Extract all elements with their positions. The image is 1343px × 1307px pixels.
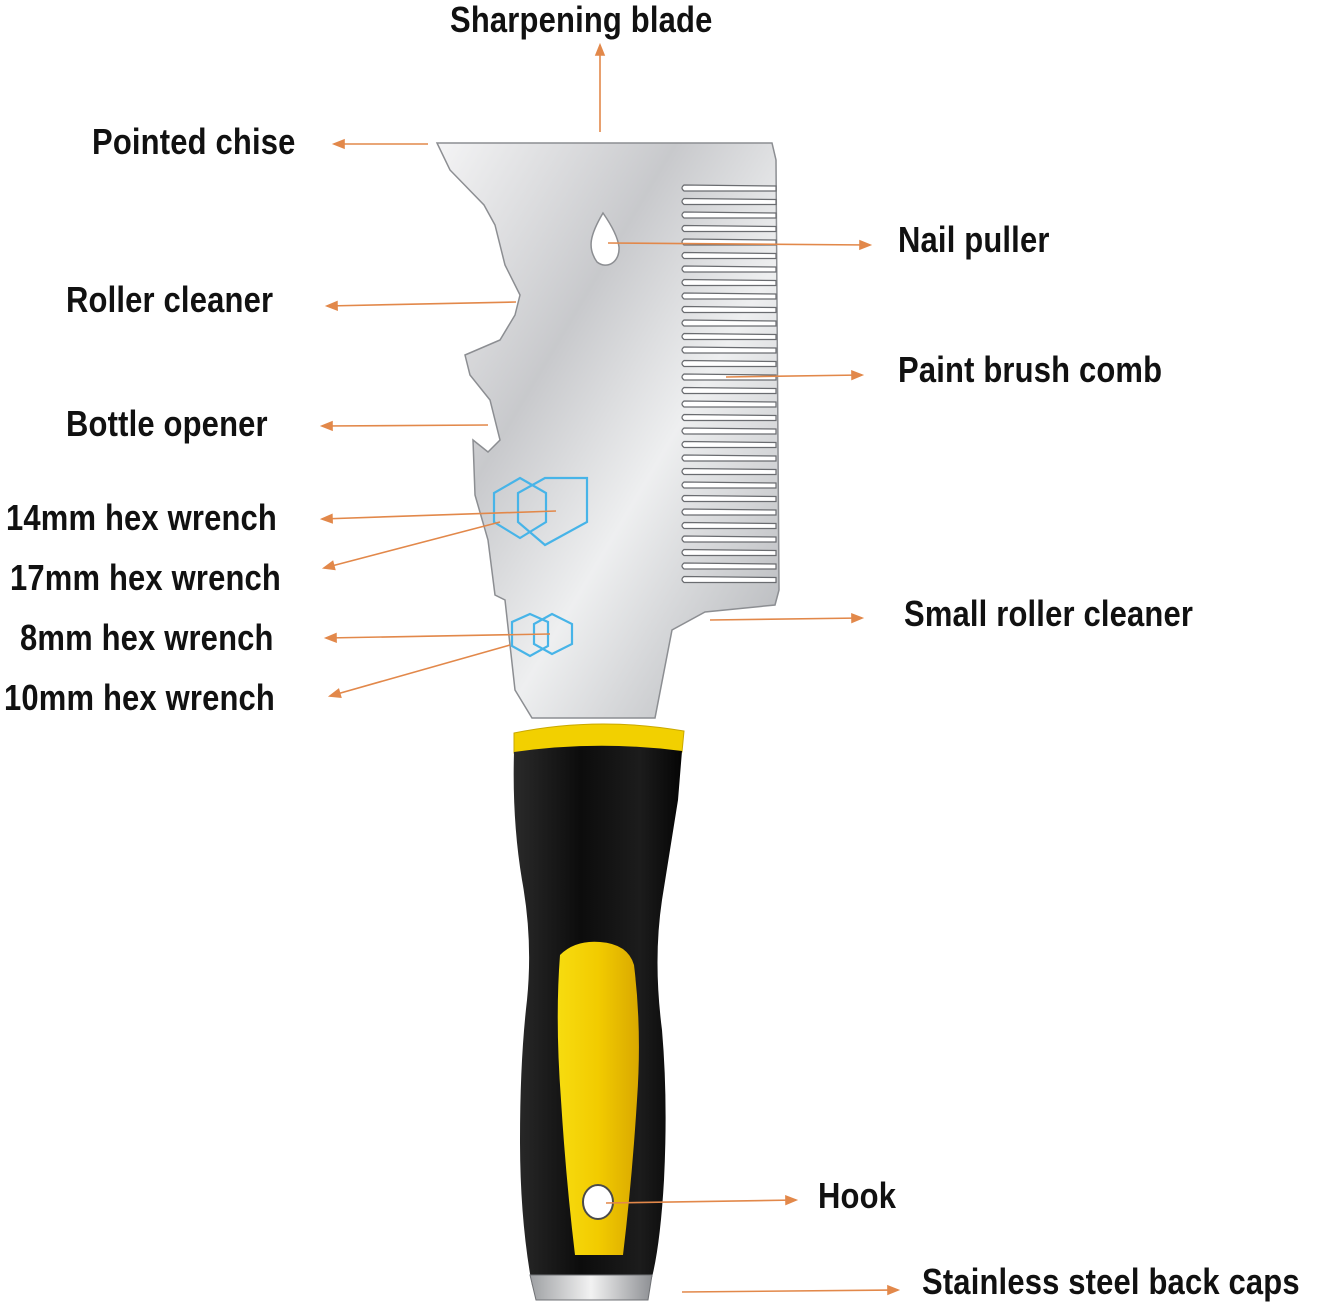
arrow-hex-10mm-head [327, 688, 342, 699]
comb-slot [681, 521, 777, 530]
label-pointed-chise: Pointed chise [92, 121, 296, 162]
arrow-hex-8mm-head [323, 632, 337, 643]
label-sharpening-blade: Sharpening blade [450, 0, 713, 40]
arrow-bottle-opener [321, 424, 489, 427]
label-hook: Hook [818, 1175, 897, 1216]
comb-slot [681, 265, 777, 273]
nail-puller-hole [590, 211, 620, 266]
comb-slot [681, 305, 777, 314]
paint-brush-comb [681, 184, 777, 584]
arrow-small-roller-cleaner-head [851, 612, 865, 624]
arrow-sharpening-blade-head [594, 42, 606, 56]
arrow-nail-puller-head [859, 239, 873, 251]
label-roller-cleaner: Roller cleaner [66, 279, 274, 320]
label-bottle-opener: Bottle opener [66, 403, 268, 444]
comb-slot [681, 292, 777, 300]
comb-slot [681, 575, 777, 584]
label-paint-brush-comb: Paint brush comb [898, 349, 1163, 390]
arrow-roller-cleaner [326, 301, 517, 307]
comb-slot [681, 400, 777, 408]
comb-slot [681, 197, 777, 206]
comb-slot [681, 508, 777, 516]
comb-slot [681, 562, 777, 570]
comb-slot [681, 211, 777, 219]
handle-yellow-insert [557, 941, 639, 1255]
comb-slot [681, 494, 777, 503]
blade [435, 142, 780, 719]
comb-slot [681, 440, 777, 449]
arrow-hook [605, 1199, 797, 1204]
comb-slot [681, 332, 777, 341]
arrow-hex-17mm-head [321, 560, 336, 571]
arrow-bottle-opener-head [319, 420, 333, 432]
arrow-hex-10mm [329, 644, 511, 697]
arrow-hex-17mm [323, 521, 501, 569]
comb-slot [681, 224, 777, 233]
arrow-hex-14mm [321, 510, 557, 520]
arrow-hex-14mm-head [319, 513, 333, 524]
label-nail-puller: Nail puller [898, 219, 1050, 260]
arrow-paint-brush-comb [725, 374, 863, 378]
arrow-hook-head [785, 1194, 799, 1206]
comb-slot [681, 454, 777, 462]
arrow-back-caps [681, 1289, 899, 1293]
comb-slot [681, 319, 777, 327]
label-hex-14mm: 14mm hex wrench [6, 497, 278, 538]
arrow-nail-puller [607, 242, 871, 246]
comb-slot [681, 467, 777, 476]
leader-arrows [319, 42, 901, 1296]
comb-slot [681, 386, 777, 395]
arrow-small-roller-cleaner [709, 617, 863, 621]
arrow-pointed-chise-head [331, 138, 345, 150]
comb-slot [681, 548, 777, 557]
comb-slot [681, 413, 777, 422]
comb-slot [681, 427, 777, 435]
label-hex-17mm: 17mm hex wrench [10, 557, 282, 598]
back-cap [529, 1274, 653, 1301]
comb-slot [681, 481, 777, 489]
arrow-back-caps-head [887, 1284, 901, 1296]
comb-slot [681, 359, 777, 368]
label-back-caps: Stainless steel back caps [922, 1261, 1300, 1302]
arrow-roller-cleaner-head [324, 300, 338, 311]
comb-slot [681, 184, 777, 192]
arrow-hex-8mm [325, 633, 551, 639]
arrow-paint-brush-comb-head [851, 369, 865, 381]
hex-wrench-outlines [492, 476, 589, 658]
label-small-roller-cleaner: Small roller cleaner [904, 593, 1194, 634]
comb-slot [681, 278, 777, 287]
label-hex-8mm: 8mm hex wrench [20, 617, 274, 658]
comb-slot [681, 346, 777, 354]
comb-slot [681, 535, 777, 543]
hook-hole [582, 1184, 614, 1220]
comb-slot [681, 251, 777, 260]
label-hex-10mm: 10mm hex wrench [4, 677, 276, 718]
